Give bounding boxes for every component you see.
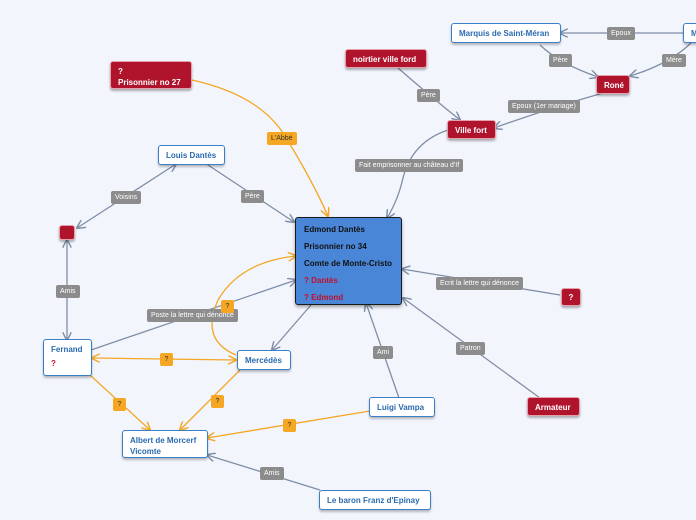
label-poste-lettre: Poste la lettre qui dénonce [147,309,238,322]
label-ami: Ami [373,346,394,359]
label-epoux-1er-mariage: Epoux (1er mariage) [508,100,580,113]
question-mark-fernand-mercedes: ? [160,353,173,366]
node-mercedes[interactable]: Mercédès [237,350,291,370]
edge-villefort-center [387,129,449,218]
albert-line-1: Albert de Morcerf [130,436,197,445]
node-noirtier[interactable]: noirtier ville ford [345,49,427,68]
center-line-5: ? Edmond [304,293,344,302]
label-mere: Mère [662,54,686,67]
label-amis-left: Amis [56,285,80,298]
node-edmond-dantes[interactable]: Edmond Dantès Prisonnier no 34 Comte de … [295,217,402,305]
node-marquis-partial[interactable]: M [683,23,696,43]
node-fernand[interactable]: Fernand ? [43,339,92,376]
fernand-line-2: ? [51,359,56,368]
center-line-3: Comte de Monte-Cristo [304,259,392,268]
node-armateur[interactable]: Armateur [527,397,580,416]
node-franz-epinay[interactable]: Le baron Franz d'Epinay [319,490,431,510]
node-luigi-vampa[interactable]: Luigi Vampa [369,397,435,417]
prisonnier27-line-2: Prisonnier no 27 [118,78,181,87]
center-line-2: Prisonnier no 34 [304,242,367,251]
node-louis-dantes[interactable]: Louis Dantès [158,145,225,165]
edge-mercedes-center [211,256,296,356]
node-prisonnier-27[interactable]: ? Prisonnier no 27 [110,61,192,89]
label-abbe: L'Abbé [267,132,297,145]
center-line-4: ? Dantès [304,276,338,285]
label-ecrit-lettre: Ecrit la lettre qui dénonce [436,277,523,290]
node-rone[interactable]: Roné [596,75,630,94]
node-albert-de-morcerf[interactable]: Albert de Morcerf Vicomte [122,430,208,458]
question-mark-luigi-albert: ? [283,419,296,432]
node-ville-fort[interactable]: Ville fort [447,120,496,139]
node-red-question-right[interactable]: ? [561,288,581,306]
label-pere-louis: Père [241,190,264,203]
prisonnier27-line-1: ? [118,67,123,76]
label-amis-franz: Amis [260,467,284,480]
label-pere-marquis: Père [549,54,572,67]
fernand-line-1: Fernand [51,345,83,354]
node-marquis-saint-meran[interactable]: Marquis de Saint-Méran [451,23,561,43]
center-line-1: Edmond Dantès [304,225,365,234]
edge-mercedes-albert [180,369,241,430]
edge-center-mercedes [272,304,312,350]
label-fait-emprisonner: Fait emprisonner au château d'If [355,159,464,172]
label-patron: Patron [456,342,485,355]
albert-line-2: Vicomte [130,447,161,456]
label-voisins: Voisins [111,191,142,204]
label-pere-noirtier: Père [417,89,440,102]
node-red-small-left[interactable] [59,225,75,240]
question-mark-fernand-albert: ? [113,398,126,411]
question-mark-mercedes-albert: ? [211,395,224,408]
question-mark-mercedes-center: ? [221,300,234,313]
label-epoux: Epoux [607,27,635,40]
